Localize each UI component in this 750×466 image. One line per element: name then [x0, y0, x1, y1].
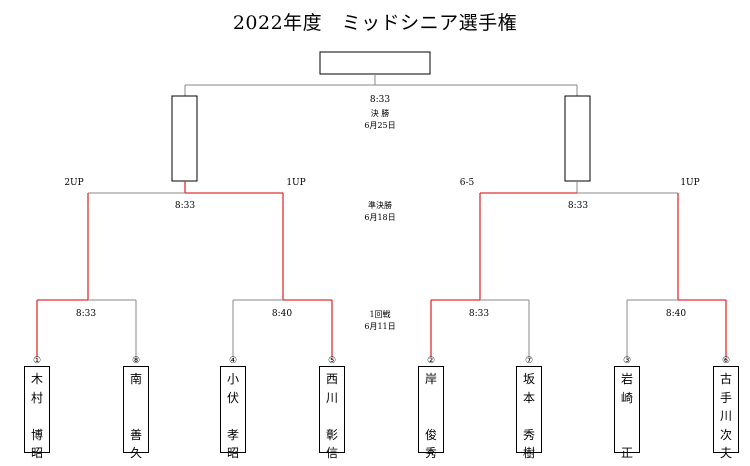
round1-stage-date: 6月11日 — [364, 322, 396, 331]
player-seed-4: ⑤ — [327, 356, 337, 366]
player-seed-5: ② — [426, 356, 436, 366]
player-box-8: 古 手 川 次 夫 — [713, 366, 739, 460]
player-name-8: 古 手 川 次 夫 — [719, 372, 732, 460]
player-name-2: 南 善 久 — [129, 372, 142, 460]
champion-box — [319, 51, 431, 75]
player-name-6: 坂 本 秀 樹 — [522, 372, 535, 460]
player-box-5: 岸 俊 秀 — [418, 366, 444, 460]
player-seed-8: ⑥ — [721, 356, 731, 366]
round1-time-3: 8:33 — [468, 309, 490, 319]
semifinal-stage-label: 準決勝 6月18日 — [364, 200, 395, 224]
player-name-5: 岸 俊 秀 — [424, 372, 437, 460]
final-stage-date: 6月25日 — [364, 121, 396, 130]
semifinal-left-score-right: 1UP — [286, 178, 306, 188]
semifinal-stage-name: 準決勝 — [368, 201, 392, 210]
semifinal-stage-date: 6月18日 — [364, 213, 396, 222]
round1-time-1: 8:33 — [75, 309, 97, 319]
round1-stage-label: 1回戦 6月11日 — [364, 309, 395, 333]
player-seed-2: ⑧ — [131, 356, 141, 366]
semifinal-right-time: 8:33 — [567, 201, 589, 211]
page-title: 2022年度 ミッドシニア選手権 — [232, 12, 518, 34]
final-stage-label: 決 勝 6月25日 — [364, 108, 395, 132]
player-box-4: 西 川 彰 信 — [319, 366, 345, 460]
player-name-1: 木 村 博 昭 — [30, 372, 43, 460]
player-seed-6: ⑦ — [524, 356, 534, 366]
player-name-7: 岩 崎 正 — [620, 372, 633, 460]
player-box-1: 木 村 博 昭 — [24, 366, 50, 460]
round1-stage-name: 1回戦 — [369, 310, 391, 319]
semifinal-right-score-left: 6-5 — [459, 178, 475, 188]
player-box-2: 南 善 久 — [123, 366, 149, 460]
semifinal-left-time: 8:33 — [174, 201, 196, 211]
round1-time-2: 8:40 — [271, 309, 293, 319]
player-box-3: 小 伏 孝 昭 — [220, 366, 246, 460]
finalist-box-right — [564, 95, 591, 182]
player-name-4: 西 川 彰 信 — [325, 372, 338, 460]
semifinal-left-score-left: 2UP — [64, 178, 84, 188]
player-seed-7: ③ — [622, 356, 632, 366]
player-seed-1: ① — [32, 356, 42, 366]
final-stage-name: 決 勝 — [370, 109, 390, 118]
player-name-3: 小 伏 孝 昭 — [226, 372, 239, 460]
final-time: 8:33 — [369, 95, 391, 105]
finalist-box-left — [171, 95, 198, 182]
semifinal-right-score-right: 1UP — [680, 178, 700, 188]
round1-time-4: 8:40 — [665, 309, 687, 319]
player-box-6: 坂 本 秀 樹 — [516, 366, 542, 460]
player-box-7: 岩 崎 正 — [614, 366, 640, 460]
player-seed-3: ④ — [228, 356, 238, 366]
